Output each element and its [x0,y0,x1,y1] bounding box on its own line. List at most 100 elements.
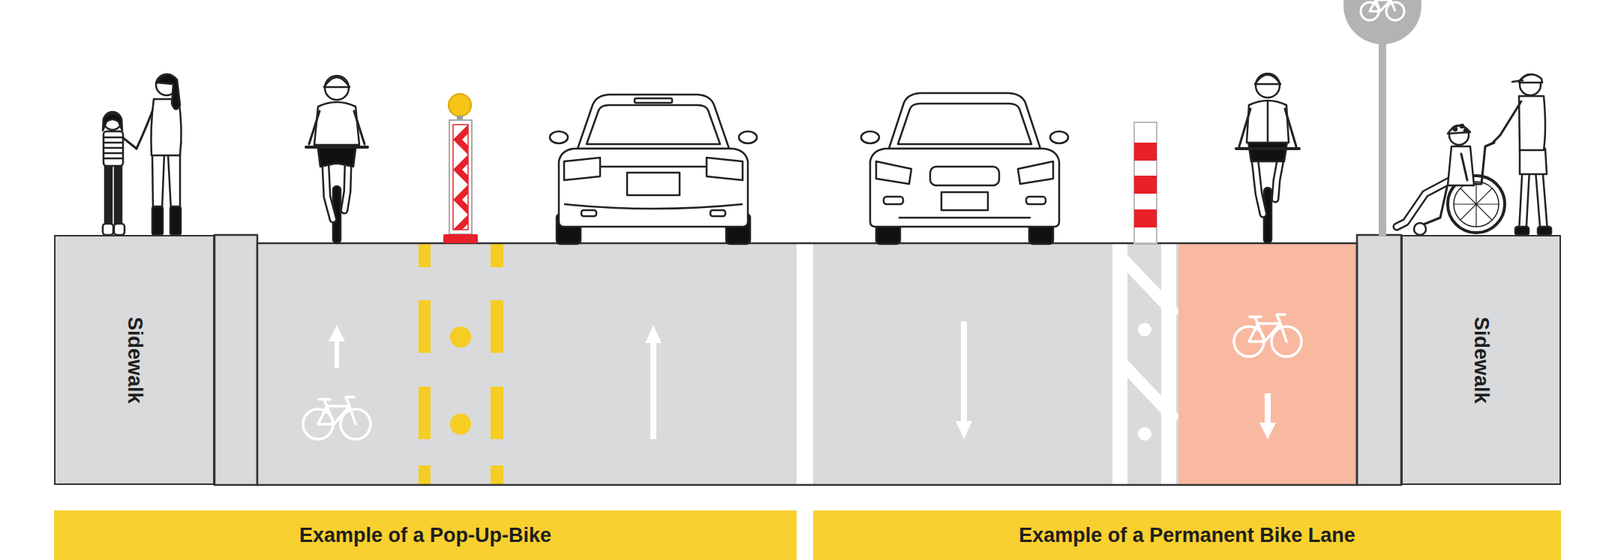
yellow-center-line-part [450,326,472,348]
yellow-center-line-part [490,300,504,353]
cyclist-front-view-part [1266,101,1270,142]
yellow-center-line [418,243,504,485]
car-front-view-part [1017,161,1054,184]
road-surface-part [214,234,258,485]
car-front-view-part [883,196,904,205]
cyclist-front-view-part [1236,147,1300,151]
pedestrian-helper [1492,74,1552,235]
yellow-center-line-part [490,243,504,268]
car-front-view-part [930,166,1000,186]
car-rear-view-part [586,105,721,145]
cyclist-front-view-part [1246,100,1289,143]
car-front-view-part [870,148,1060,227]
pedestrian-child-part [103,131,124,166]
cyclist-front-view-part [1275,159,1281,199]
yellow-center-line-part [490,465,504,485]
buffer-hatching-part-part [1112,352,1177,421]
cyclist-front-view [1236,73,1300,244]
buffer-hatching-part-part [1112,247,1177,316]
pedestrian-adult-part [170,206,181,235]
cyclist-rear-view-part [309,111,365,145]
cyclist-rear-view-part [324,77,350,88]
lane-divider-line-part [796,243,814,485]
wheelchair-user-part [1453,127,1457,131]
wheelchair-user-part [1453,181,1499,227]
pedestrian-helper-part [1519,148,1547,175]
pedestrian-helper-part [1539,172,1544,229]
buffer-hatching-part [1137,426,1152,441]
pop-up-bollard-part-part [453,124,469,155]
yellow-center-line-part [490,386,504,439]
cyclist-rear-view-part [324,75,349,100]
pedestrian-child [102,111,137,235]
pedestrian-helper-part [1522,172,1526,229]
car-front-view-part [888,93,1041,149]
bike-symbol-part [318,396,356,424]
pedestrian-helper-part [1492,101,1522,143]
cyclist-rear-view-part [314,102,360,145]
pop-up-bollard-part [453,124,469,230]
pedestrian-child-part [114,165,122,226]
wheelchair-user-part [1447,125,1471,134]
cyclist-front-view-part [1239,108,1297,147]
sidewalk-label: Sidewalk [123,316,147,404]
buffer-hatching-part [1161,243,1177,485]
car-rear-view-part [634,98,673,103]
pop-up-bollard-part [449,120,472,235]
pedestrian-helper-part [1537,226,1552,235]
sidewalk-box: Sidewalk [54,234,215,485]
pedestrian-adult [136,74,182,235]
pedestrian-helper-part [1522,172,1526,229]
car-rear-view-part [738,131,757,144]
yellow-center-line-part [418,243,431,268]
pedestrian-helper-part [1518,96,1546,151]
buffer-hatching [1112,243,1177,485]
bike-symbol [303,396,371,439]
yellow-center-line-part [418,465,431,485]
car-rear-view-part [710,210,726,217]
cyclist-rear-view-part [344,165,349,211]
wheelchair-user-part [1396,180,1451,227]
road-surface-part [1178,243,1357,485]
pop-up-bollard-part-part [453,154,469,185]
road-surface-part [257,243,1357,485]
pedestrian-helper-part [1512,74,1543,83]
caption-band: Example of a Permanent Bike Lane [813,510,1561,560]
wheelchair-user-part [1464,129,1468,133]
sidewalk-label: Sidewalk [1469,316,1493,404]
pedestrian-child-part [102,113,123,131]
cyclist-front-view-part [1255,73,1280,98]
car-front-view-part [876,161,912,184]
cyclist-rear-view [306,75,368,244]
wheelchair-user-part [1413,222,1426,235]
pedestrian-child-part [102,223,114,235]
wheelchair-user [1396,124,1505,235]
pedestrian-child-part [114,223,125,235]
bike-sign-part [1343,0,1422,45]
cyclist-front-view-part [1254,159,1264,214]
pop-up-bollard [443,93,478,245]
car-rear-view-part [558,148,748,227]
cyclist-front-view-part [1254,75,1281,85]
bike-symbol-part [1248,314,1287,342]
yellow-center-line-part [450,413,472,435]
wheelchair-user-part [1461,153,1468,181]
pedestrian-helper-part [1539,172,1544,229]
pop-up-bollard-part-part [453,184,469,215]
permanent-bollard-part [1134,142,1157,161]
car-rear-view-part [549,131,568,144]
cyclist-front-view-part [1248,141,1288,162]
permanent-bollard-part [1134,209,1157,228]
pedestrian-child-part [103,137,124,159]
wheelchair-user-part [1447,146,1474,186]
car-front-view-part [898,216,1031,220]
direction-arrow-part [955,321,973,439]
direction-arrow-part [1259,393,1276,439]
car-front-view-part [1050,131,1069,144]
road-surface-part [1356,234,1402,485]
car-rear-view-part [706,157,743,181]
pop-up-bollard-part-part [453,214,469,230]
direction-arrow [328,321,1276,439]
car-rear-view-part [581,210,597,217]
